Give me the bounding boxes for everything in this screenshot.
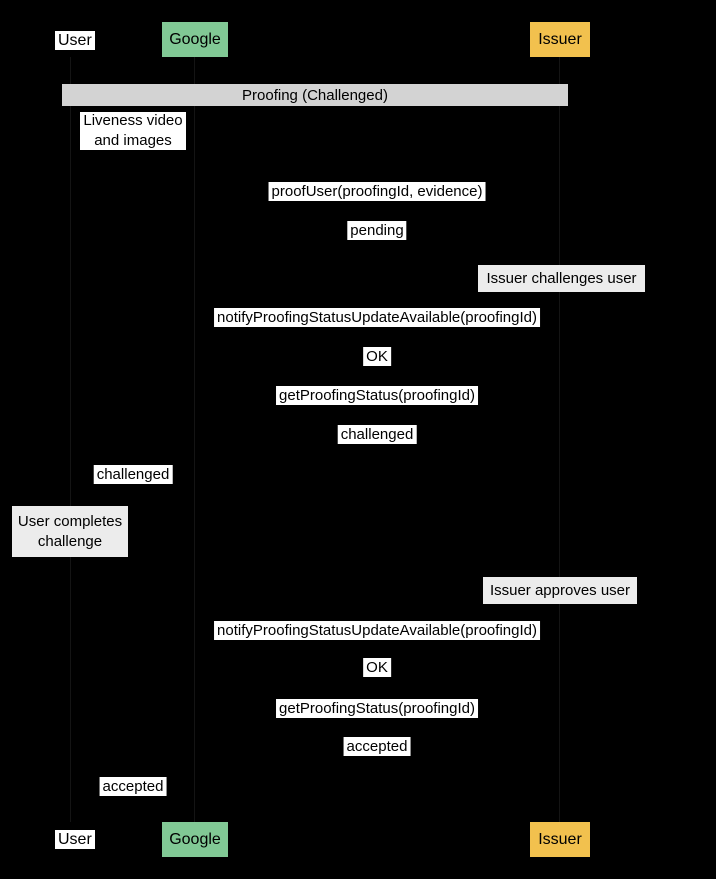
- message-ok-2: OK: [363, 658, 391, 677]
- message-challenged-return: challenged: [337, 425, 417, 444]
- message-notify-1: notifyProofingStatusUpdateAvailable(proo…: [214, 308, 540, 327]
- message-accepted-to-user: accepted: [99, 777, 167, 796]
- actor-google-top: Google: [162, 22, 228, 57]
- note-issuer-challenges: Issuer challenges user: [478, 265, 645, 292]
- message-accepted-return: accepted: [343, 737, 411, 756]
- actor-user-bottom: User: [55, 830, 95, 849]
- actor-user-top: User: [55, 31, 95, 50]
- actor-google-bottom: Google: [162, 822, 228, 857]
- title-band: Proofing (Challenged): [62, 84, 568, 106]
- lifeline-user: [70, 57, 71, 822]
- actor-issuer-top: Issuer: [530, 22, 590, 57]
- note-issuer-approves: Issuer approves user: [483, 577, 637, 604]
- message-proofuser: proofUser(proofingId, evidence): [268, 182, 486, 201]
- message-challenged-to-user: challenged: [93, 465, 173, 484]
- message-notify-2: notifyProofingStatusUpdateAvailable(proo…: [214, 621, 540, 640]
- note-liveness: Liveness video and images: [80, 112, 186, 150]
- note-user-completes: User completes challenge: [12, 506, 128, 557]
- actor-issuer-bottom: Issuer: [530, 822, 590, 857]
- lifeline-google: [194, 57, 195, 822]
- message-getstatus-1: getProofingStatus(proofingId): [276, 386, 478, 405]
- lifeline-issuer: [559, 57, 560, 822]
- message-getstatus-2: getProofingStatus(proofingId): [276, 699, 478, 718]
- message-ok-1: OK: [363, 347, 391, 366]
- message-pending: pending: [347, 221, 407, 240]
